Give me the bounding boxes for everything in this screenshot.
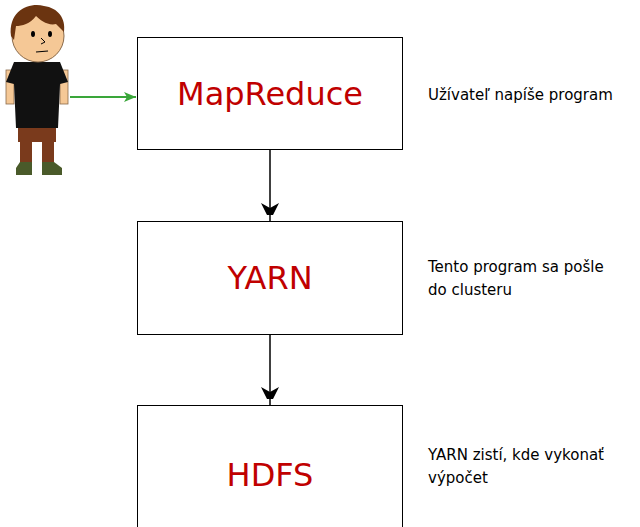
box-title: YARN: [227, 259, 312, 297]
eye: [48, 31, 52, 37]
process-box: MapReduce: [137, 37, 403, 150]
mouth: [36, 51, 48, 52]
note-text: YARN zistí, kde vykonať výpočet: [428, 444, 613, 491]
flow-arrow: [269, 150, 271, 221]
nose: [41, 38, 45, 44]
eye: [31, 31, 35, 37]
process-box: HDFS: [137, 405, 403, 527]
box-title: MapReduce: [177, 75, 363, 113]
box-title: HDFS: [227, 456, 314, 494]
shoe: [42, 162, 62, 175]
flow-arrow: [269, 335, 271, 405]
hair: [11, 5, 65, 40]
note-text: Tento program sa pošle do clusteru: [428, 256, 613, 303]
pants: [18, 128, 56, 142]
leg: [20, 142, 32, 162]
process-box: YARN: [137, 221, 403, 335]
shoe: [16, 162, 32, 175]
user-arrow: [70, 96, 136, 98]
shirt: [6, 62, 68, 128]
note-text: Užívateľ napíše program: [428, 84, 613, 107]
leg: [42, 142, 54, 162]
